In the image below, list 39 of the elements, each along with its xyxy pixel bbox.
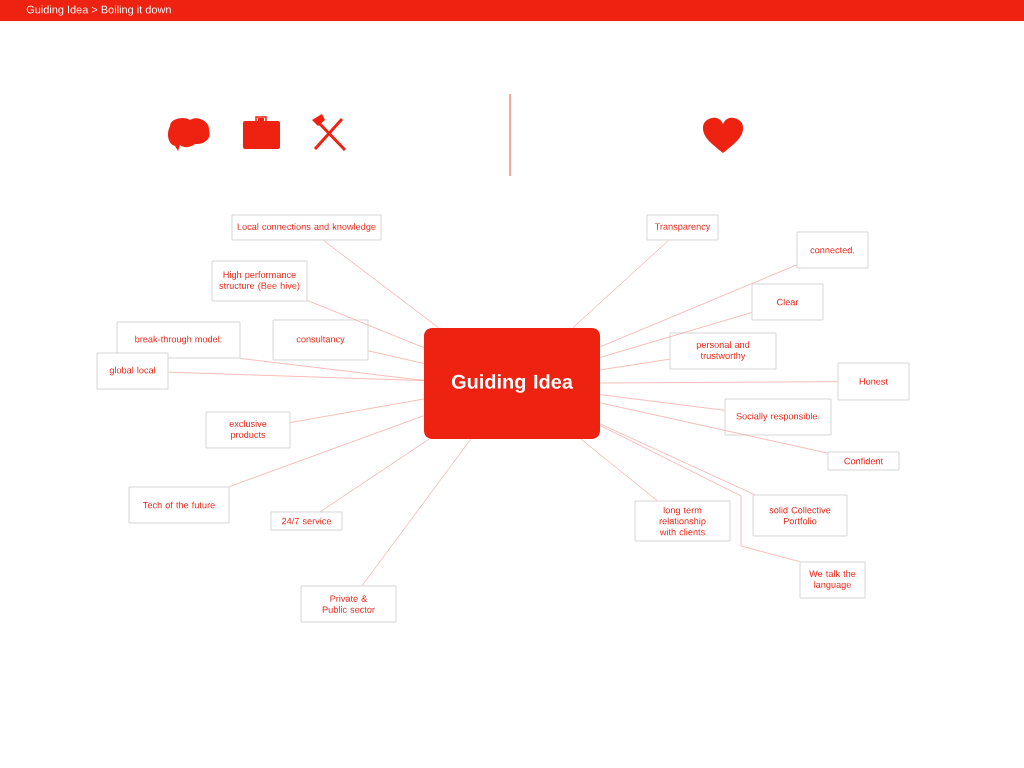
connector-line bbox=[599, 402, 828, 454]
idea-box: Tech of the future bbox=[128, 486, 230, 524]
connector-line bbox=[599, 358, 670, 371]
idea-box: Socially responsible. bbox=[724, 398, 832, 436]
idea-box: global local bbox=[96, 352, 169, 390]
connector-line bbox=[368, 350, 425, 364]
connector-line bbox=[599, 425, 800, 562]
idea-box: exclusive products bbox=[205, 411, 291, 449]
connector-line bbox=[229, 415, 425, 487]
idea-box: Private & Public sector bbox=[300, 585, 397, 623]
connector-line bbox=[599, 312, 752, 358]
connector-line bbox=[168, 371, 425, 381]
idea-box: 24/7 service bbox=[270, 511, 343, 531]
connector-line bbox=[290, 398, 425, 423]
idea-box: Local connections and knowledge bbox=[231, 214, 382, 241]
idea-box: We talk the language bbox=[799, 561, 866, 599]
connector-line bbox=[599, 381, 838, 384]
idea-box: High performance structure (Bee hive) bbox=[211, 260, 308, 302]
connector-line bbox=[599, 394, 725, 411]
connector-line bbox=[599, 264, 797, 348]
breadcrumb: Guiding Idea > Boiling it down bbox=[26, 5, 171, 16]
idea-box: connected. bbox=[796, 231, 869, 269]
connector-line bbox=[580, 438, 658, 501]
idea-box: long term relationship with clients bbox=[634, 500, 731, 542]
idea-box: personal and trustworthy bbox=[669, 332, 777, 370]
idea-box: Honest bbox=[837, 362, 910, 401]
connector-line bbox=[320, 438, 430, 512]
idea-box: Clear bbox=[751, 283, 824, 321]
connector-line bbox=[323, 240, 440, 329]
connector-line bbox=[307, 300, 425, 349]
idea-box: Transparency bbox=[646, 214, 719, 241]
connector-line bbox=[361, 438, 472, 586]
central-box: Guiding Idea bbox=[424, 328, 600, 439]
idea-box: break-through model: bbox=[116, 321, 241, 359]
idea-box: Confident bbox=[827, 451, 900, 471]
idea-box: consultancy bbox=[272, 319, 369, 361]
connector-line bbox=[599, 423, 755, 495]
idea-box: solid Collective Portfolio bbox=[752, 494, 848, 537]
connector-line bbox=[572, 240, 669, 329]
